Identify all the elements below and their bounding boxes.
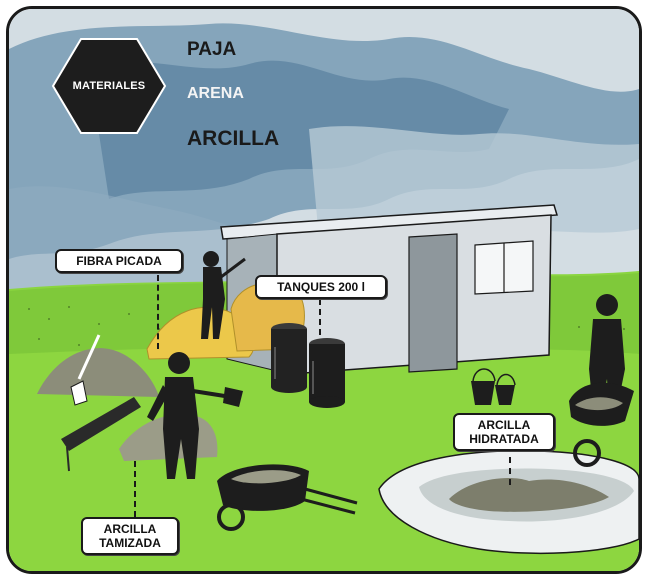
tag-arcilla-tamizada: ARCILLA TAMIZADA (81, 517, 179, 555)
shed-door (409, 234, 457, 372)
tag-fibra-picada-text: FIBRA PICADA (76, 254, 162, 268)
leader-arcilla-tamizada (134, 461, 136, 517)
tag-arcilla-hidratada: ARCILLA HIDRATADA (453, 413, 555, 451)
tag-fibra-picada: FIBRA PICADA (55, 249, 183, 273)
tag-arcilla-tamizada-line1: ARCILLA (88, 522, 172, 536)
materials-badge-label: MATERIALES (53, 39, 165, 133)
tag-tanques: TANQUES 200 l (255, 275, 387, 299)
illustration-frame: MATERIALES PAJA ARENA ARCILLA FIBRA PICA… (6, 6, 642, 574)
material-arena: ARENA (187, 85, 244, 103)
leader-fibra-picada (157, 275, 159, 349)
leader-tanques (319, 299, 321, 335)
tag-arcilla-tamizada-line2: TAMIZADA (88, 536, 172, 550)
material-arcilla: ARCILLA (187, 127, 279, 151)
material-paja: PAJA (187, 39, 236, 61)
tag-arcilla-hidratada-line1: ARCILLA (460, 418, 548, 432)
tag-arcilla-hidratada-line2: HIDRATADA (460, 432, 548, 446)
tag-tanques-text: TANQUES 200 l (277, 280, 365, 294)
leader-arcilla-hidratada (509, 457, 511, 485)
